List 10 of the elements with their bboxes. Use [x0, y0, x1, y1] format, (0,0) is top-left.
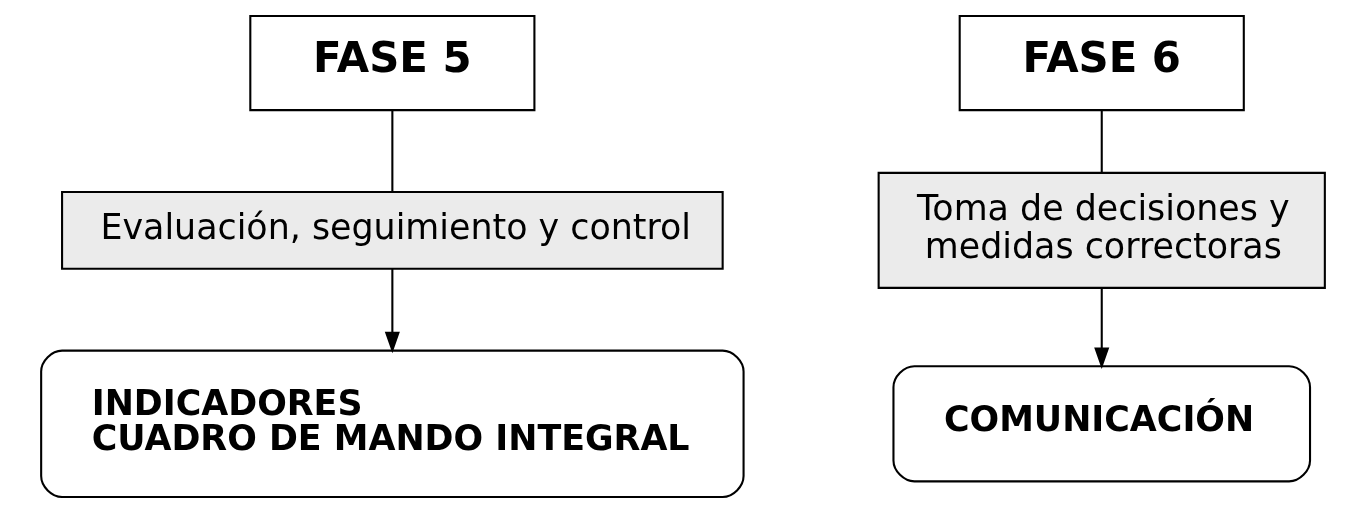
node-box: Toma de decisiones y medidas correctoras — [877, 171, 1326, 289]
node-box: FASE 6 — [958, 14, 1245, 111]
node-box: FASE 5 — [249, 14, 536, 111]
arrow — [384, 268, 400, 353]
arrow — [1094, 287, 1110, 369]
node-box: COMUNICACIÓN — [892, 364, 1312, 482]
node-box: INDICADORES CUADRO DE MANDO INTEGRAL — [40, 349, 745, 498]
node-box: Evaluación, seguimiento y control — [61, 190, 724, 270]
connector — [1100, 109, 1103, 173]
connector — [391, 109, 394, 191]
